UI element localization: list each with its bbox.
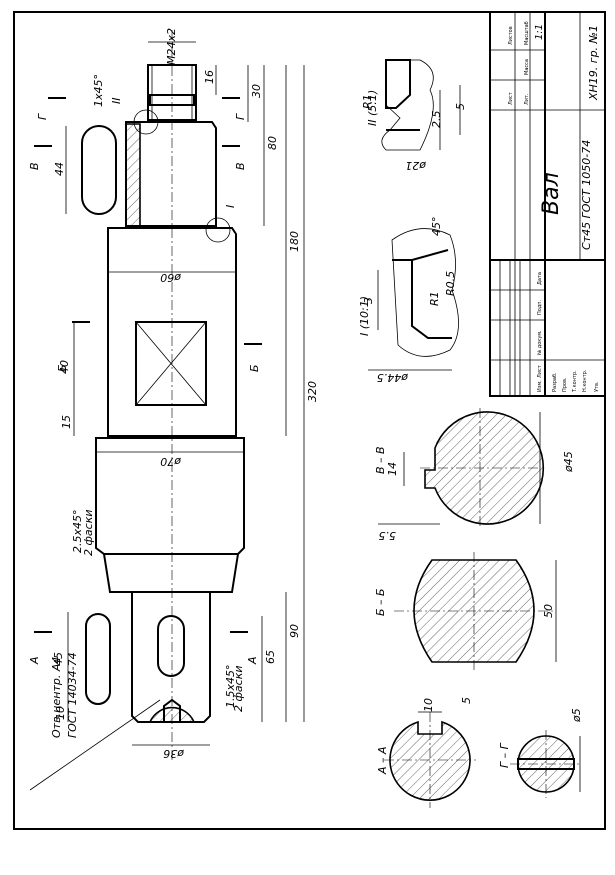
dim-phi70: ø70 (160, 455, 182, 468)
dim-320: 320 (306, 381, 319, 402)
secBB-label: Б – Б (374, 588, 387, 616)
marker-A-left: А (28, 656, 41, 665)
shaft-main-view (81, 30, 245, 760)
detail1-label: I (10:1) (358, 296, 371, 336)
dim-phi36: ø36 (163, 747, 185, 760)
tb-label: Т.контр. (572, 370, 578, 393)
section-BB: Б – Б 50 (374, 552, 557, 670)
shaft-step-60 (107, 227, 237, 437)
center-hole-std: ГОСТ 14034-74 (66, 652, 79, 738)
secGG-label: Г – Г (498, 742, 511, 768)
detail-I: I (10:1) 45° R0.5 R1 3 ø44.5 (358, 217, 459, 384)
dim-chamfer-mid-note: 2 фаски (82, 510, 95, 556)
detail2-25: 2.5 (430, 111, 443, 129)
material-text: Ст45 ГОСТ 1050-74 (580, 140, 593, 250)
section-GG: Г – Г ø5 (498, 708, 583, 798)
marker-I: I (224, 205, 237, 208)
marker-V-left: В (28, 162, 41, 170)
section-VV: В – В 14 ø45 5.5 (374, 408, 575, 542)
dim-chamfer-low-note: 2 фаски (232, 666, 245, 712)
tb-label: Листов (508, 26, 514, 45)
tb-label: Дата (537, 272, 543, 285)
detail1-45: 45° (430, 217, 443, 237)
tb-label: Изм. (537, 380, 543, 392)
secAA-label: А – А (376, 746, 389, 775)
dim-40: 40 (58, 360, 71, 374)
dim-65: 65 (264, 650, 277, 664)
marker-B-left: Б (56, 364, 69, 372)
dim-45: 45 (52, 652, 65, 666)
part-name: Вал (539, 172, 564, 215)
tb-label: Разраб. (552, 372, 558, 392)
dim-chamfer-low: 1.5x45° (224, 664, 237, 708)
detail1-r1: R1 (428, 291, 441, 306)
keyway-upper-profile (81, 125, 117, 215)
dim-chamfer-top: 1x45° (92, 74, 105, 107)
dim-phi60: ø60 (160, 271, 182, 284)
dim-44: 44 (53, 162, 66, 176)
detail2-5: 5 (454, 103, 467, 110)
marker-A-right: А (246, 656, 259, 665)
dim-90: 90 (288, 624, 301, 638)
detail2-label: II (5:1) (366, 90, 379, 126)
detail-circle-I (205, 217, 231, 243)
secVV-label: В – В (374, 446, 387, 474)
detail-circle-II (133, 109, 159, 135)
tb-label: Лит. (524, 93, 530, 105)
square-flats (135, 321, 207, 406)
secVV-14: 14 (386, 462, 399, 476)
marker-V-right: В (234, 162, 247, 170)
tb-label: № докум. (537, 330, 543, 355)
detail1-r05: R0.5 (444, 271, 457, 296)
tb-label: Подп. (537, 299, 543, 315)
dim-10: 10 (54, 706, 67, 720)
dim-16: 16 (203, 70, 216, 84)
section-AA: А – А 10 5 (376, 697, 476, 808)
marker-G-left: Г (36, 113, 49, 120)
secGG-phi5: ø5 (570, 708, 583, 723)
sheet-frame (13, 11, 606, 830)
detail1-3: 3 (362, 297, 375, 304)
tb-label: Лист (508, 92, 514, 105)
marker-B-right: Б (248, 364, 261, 372)
secAA-5: 5 (460, 697, 473, 704)
dim-180: 180 (288, 231, 301, 252)
secVV-55: 5.5 (379, 529, 397, 542)
dimensions-main: M24x2 1x45° 16 30 80 180 320 44 ø60 40 1… (29, 28, 319, 791)
secVV-phi45: ø45 (562, 451, 575, 473)
detail-II: II (5:1) R1 2.5 5 ø21 (361, 59, 467, 172)
dim-80: 80 (266, 136, 279, 150)
section-markers: Г Г В В Б Б А А II I (28, 97, 262, 665)
title-block: Вал Ст45 ГОСТ 1050-74 ХН19. гр. №1 1:1 И… (489, 11, 606, 397)
center-hole-note: Отв.центр. А4 (50, 657, 63, 738)
secAA-10: 10 (422, 698, 435, 712)
detail2-phi21: ø21 (405, 159, 427, 172)
tb-label: Пров. (562, 377, 568, 392)
shaft-journal-36 (131, 591, 211, 723)
dim-30: 30 (250, 84, 263, 98)
dim-thread: M24x2 (165, 28, 178, 65)
designation-text: ХН19. гр. №1 (587, 25, 600, 101)
detail1-phi445: ø44.5 (377, 371, 409, 384)
thread-section (147, 64, 197, 121)
tb-label: Масштаб (524, 21, 530, 45)
scale-text: 1:1 (534, 24, 545, 40)
detail2-r1: R1 (361, 94, 374, 109)
keyway-lower-profile (85, 613, 111, 705)
marker-G-right: Г (234, 113, 247, 120)
dim-chamfer-mid: 2.5x45° (71, 509, 84, 553)
break-section-hatch (125, 123, 141, 227)
secBB-50: 50 (542, 604, 555, 618)
keyway-lower (157, 615, 185, 677)
marker-II: II (110, 98, 123, 105)
tb-label: Утв. (594, 381, 600, 392)
dim-15: 15 (60, 415, 73, 429)
tb-label: Н.контр. (582, 369, 588, 392)
tb-label: Масса (524, 59, 530, 75)
tb-label: Лист (537, 365, 543, 378)
